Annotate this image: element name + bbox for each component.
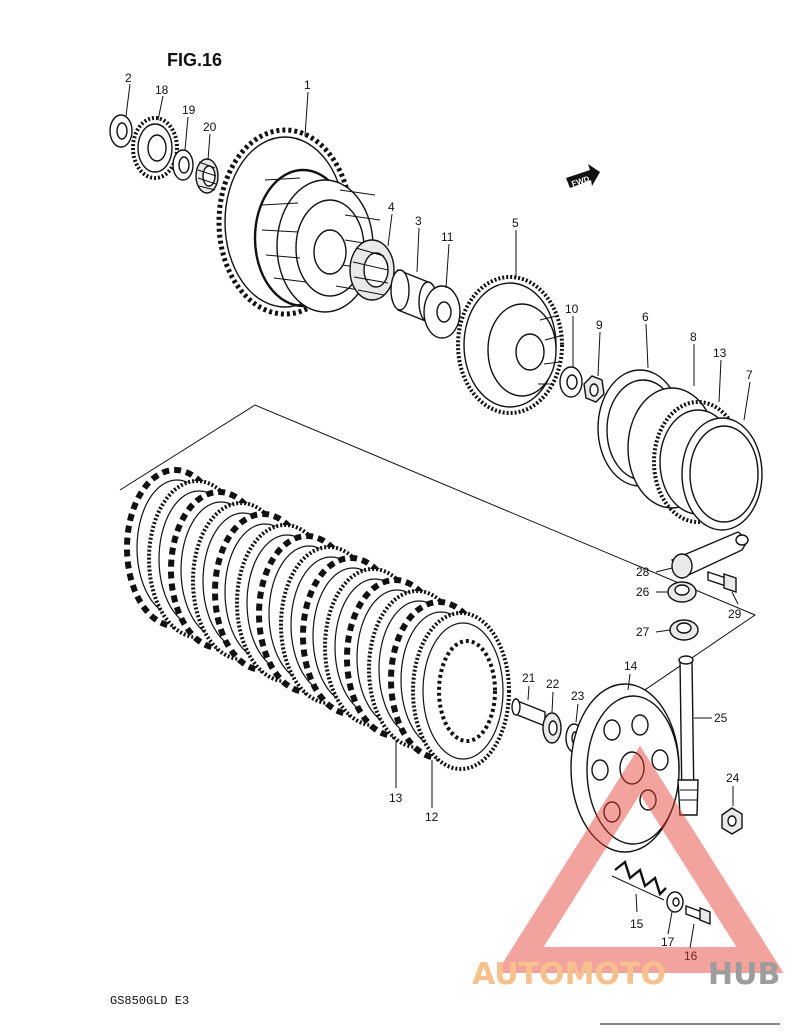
callout-7: 7 [746, 368, 753, 382]
callout-numbers: 2 18 19 20 1 4 3 11 5 10 9 6 8 13 7 28 2… [125, 71, 753, 963]
part-26-oil-seal [667, 581, 697, 603]
part-29-bolt [707, 571, 737, 593]
fwd-arrow-icon: FWD [566, 164, 600, 188]
callout-12: 12 [425, 810, 439, 824]
callout-15: 15 [630, 917, 644, 931]
callout-24: 24 [726, 771, 740, 785]
callout-29: 29 [728, 607, 742, 621]
part-20-needle-bearing [195, 158, 219, 194]
callout-3: 3 [415, 214, 422, 228]
part-17-washer [666, 891, 684, 913]
callout-13-lower: 13 [389, 791, 403, 805]
callout-5: 5 [512, 216, 519, 230]
callout-10: 10 [565, 302, 579, 316]
callout-19: 19 [182, 103, 196, 117]
callout-4: 4 [388, 200, 395, 214]
callout-26: 26 [636, 585, 650, 599]
part-5-clutch-hub [456, 275, 564, 415]
part-25-push-rod [677, 655, 699, 816]
figure-title: FIG.16 [167, 50, 222, 70]
callout-17: 17 [661, 935, 675, 949]
part-15-clutch-spring [611, 859, 667, 901]
callout-20: 20 [203, 120, 217, 134]
part-14-pressure-plate [570, 683, 680, 853]
callout-28: 28 [636, 565, 650, 579]
part-4-needle-bearing [349, 239, 395, 301]
part-28-release-arm [671, 531, 749, 579]
part-2-washer [109, 114, 133, 148]
part-24-nut [721, 807, 743, 835]
watermark-text-grey: HUB [708, 957, 780, 992]
part-16-bolt [685, 904, 711, 926]
plate-inner-ring [422, 622, 504, 760]
part-7-spring-washer [681, 417, 763, 531]
callout-11: 11 [441, 230, 454, 244]
part-1-clutch-housing [216, 127, 383, 317]
callout-21: 21 [522, 671, 536, 685]
part-21-push-piece [511, 698, 546, 728]
plate-inner-teeth [437, 639, 497, 743]
callout-18: 18 [155, 83, 169, 97]
part-18-gear [131, 116, 179, 180]
part-22-bearing [542, 712, 562, 744]
callout-14: 14 [624, 659, 638, 673]
clutch-plate-stack [124, 467, 511, 771]
part-10-lock-washer [559, 366, 583, 398]
callout-9: 9 [596, 318, 603, 332]
callout-2: 2 [125, 71, 132, 85]
leader-lines [125, 83, 751, 949]
model-code: GS850GLD E3 [110, 994, 189, 1008]
watermark-text-orange: AUTOMOTO [472, 957, 666, 992]
driven-plate [411, 611, 511, 771]
callout-25: 25 [714, 711, 728, 725]
callout-16: 16 [684, 949, 698, 963]
callout-23: 23 [571, 689, 585, 703]
part-9-nut [583, 375, 605, 403]
callout-13-upper: 13 [713, 346, 727, 360]
callout-8: 8 [690, 330, 697, 344]
watermark-logo: AUTOMOTO HUB [472, 745, 784, 992]
callout-27: 27 [636, 625, 650, 639]
part-11-thrust-washer [423, 285, 461, 339]
callout-22: 22 [546, 677, 560, 691]
callout-1: 1 [304, 78, 311, 92]
callout-6: 6 [642, 310, 649, 324]
part-19-spacer [172, 149, 194, 181]
part-27-needle-bearing [669, 619, 699, 641]
watermark-triangle [496, 745, 784, 973]
